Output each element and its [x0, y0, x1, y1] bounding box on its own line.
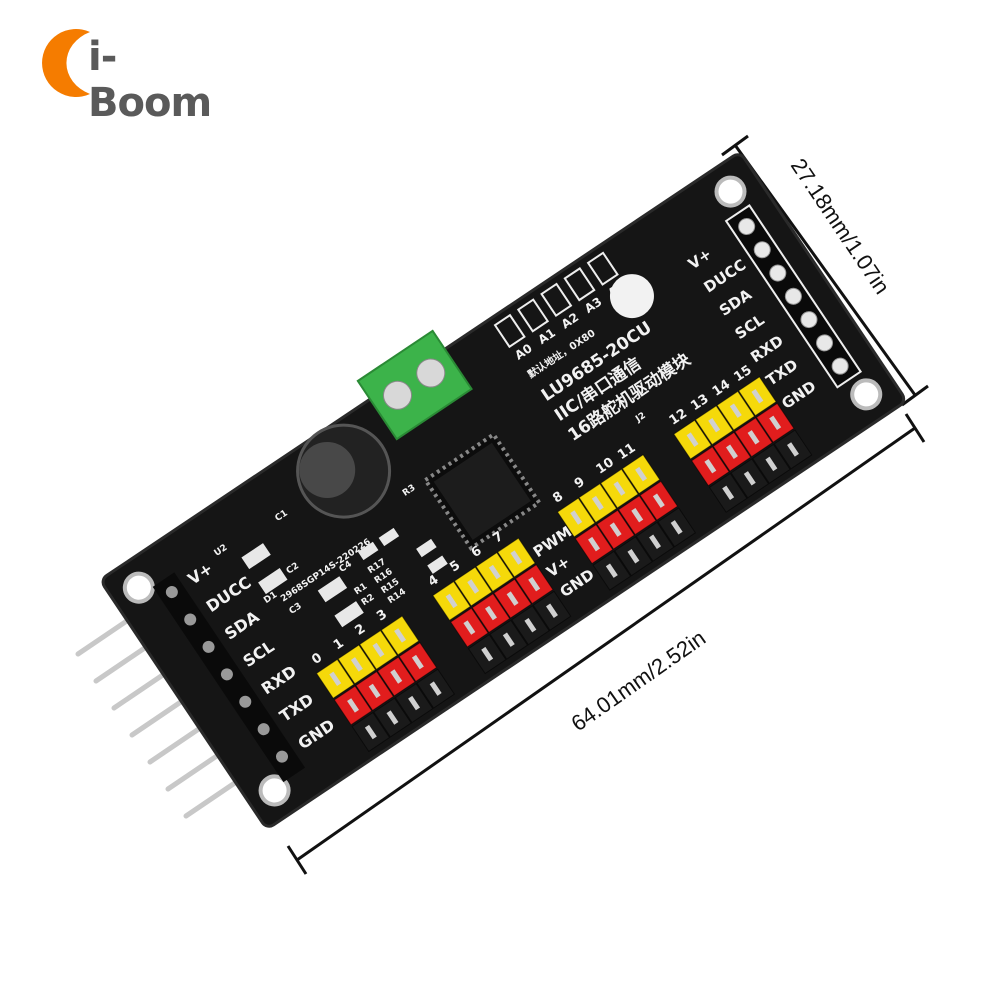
pin-tip — [386, 710, 399, 725]
pin-tip — [649, 534, 662, 549]
pin-tip — [364, 724, 377, 740]
electrolytic-capacitor — [296, 423, 392, 519]
pin-tip — [506, 591, 519, 606]
pin-tip — [411, 654, 424, 670]
pin-tip — [347, 698, 360, 713]
address-jumper — [516, 298, 550, 333]
servo-channel-4: 4 — [426, 572, 507, 675]
address-jumper — [586, 251, 619, 286]
pin-tip — [368, 683, 381, 699]
pin-hole — [784, 287, 802, 305]
pin-tip — [463, 620, 476, 635]
length-label: 64.01mm/2.52in — [567, 625, 711, 736]
pin-tip — [528, 576, 541, 592]
ic-chip — [422, 431, 542, 551]
pin-tip — [481, 646, 494, 662]
pin-hole — [831, 357, 849, 375]
pin-pad — [220, 668, 233, 681]
pin-hole — [769, 264, 787, 282]
pin-hole — [753, 241, 771, 259]
pin-tip — [605, 563, 618, 578]
servo-channel-11: 11 — [615, 441, 697, 548]
pin-tip — [394, 628, 407, 643]
pin-tip — [588, 536, 601, 552]
pin-tip — [787, 442, 799, 457]
pin-tip — [729, 403, 742, 418]
pin-tip — [627, 549, 640, 564]
pin-tip — [350, 657, 363, 672]
pin-tip — [502, 632, 515, 647]
pin-tip — [726, 444, 738, 459]
brand-name: i-Boom — [88, 34, 212, 126]
pin-pad — [257, 723, 270, 736]
servo-channel-8: 8 — [550, 489, 632, 591]
pin-tip — [510, 550, 523, 565]
pin-pad — [202, 640, 215, 653]
pin-tip — [546, 603, 558, 618]
pin-tip — [429, 681, 442, 696]
pin-tip — [769, 415, 782, 431]
address-jumper — [493, 313, 526, 349]
crescent-logo-icon — [42, 29, 90, 97]
pin-tip — [372, 642, 385, 658]
pin-hole — [816, 334, 834, 352]
pin-tip — [747, 430, 760, 445]
pin-tip — [445, 593, 458, 609]
brand-logo: i-Boom — [30, 28, 230, 126]
pin-hole — [738, 218, 756, 236]
pin-tip — [613, 481, 626, 496]
address-jumper — [540, 282, 573, 318]
pin-pad — [184, 613, 197, 626]
pin-tip — [609, 522, 622, 537]
pin-tip — [722, 485, 735, 501]
screw-terminal — [356, 329, 473, 441]
pin-tip — [390, 669, 403, 684]
servo-channel-13: 13 — [688, 392, 770, 499]
servo-channel-5: 5 — [447, 558, 529, 660]
servo-channel-7: 7 — [490, 529, 572, 631]
pin-tip — [751, 389, 764, 404]
address-jumper — [563, 267, 596, 302]
pin-tip — [652, 493, 665, 508]
board-logo-icon — [609, 274, 654, 319]
pin-tip — [708, 417, 721, 433]
pin-tip — [570, 510, 583, 525]
pin-tip — [329, 671, 342, 687]
pin-tip — [524, 618, 537, 633]
pin-tip — [591, 495, 604, 511]
pin-tip — [704, 459, 717, 474]
servo-channel-6: 6 — [469, 543, 550, 646]
label-j2: J2 — [633, 411, 647, 425]
servo-channel-3: 3 — [374, 607, 456, 709]
pin-tip — [670, 520, 683, 535]
pin-tip — [488, 564, 501, 580]
pin-tip — [467, 579, 480, 594]
pin-tip — [631, 507, 644, 523]
pin-tip — [765, 456, 778, 472]
mounting-holes — [122, 175, 883, 807]
pin-tip — [408, 695, 421, 711]
smd-components — [241, 527, 448, 628]
pin-pad — [276, 750, 289, 763]
pin-tip — [743, 471, 756, 486]
pin-pad — [165, 586, 178, 599]
pin-hole — [800, 311, 818, 329]
pin-tip — [485, 605, 497, 621]
length-dimension — [286, 413, 926, 875]
pin-tip — [686, 432, 699, 447]
pin-tip — [635, 466, 648, 482]
pin-pad — [239, 695, 252, 708]
